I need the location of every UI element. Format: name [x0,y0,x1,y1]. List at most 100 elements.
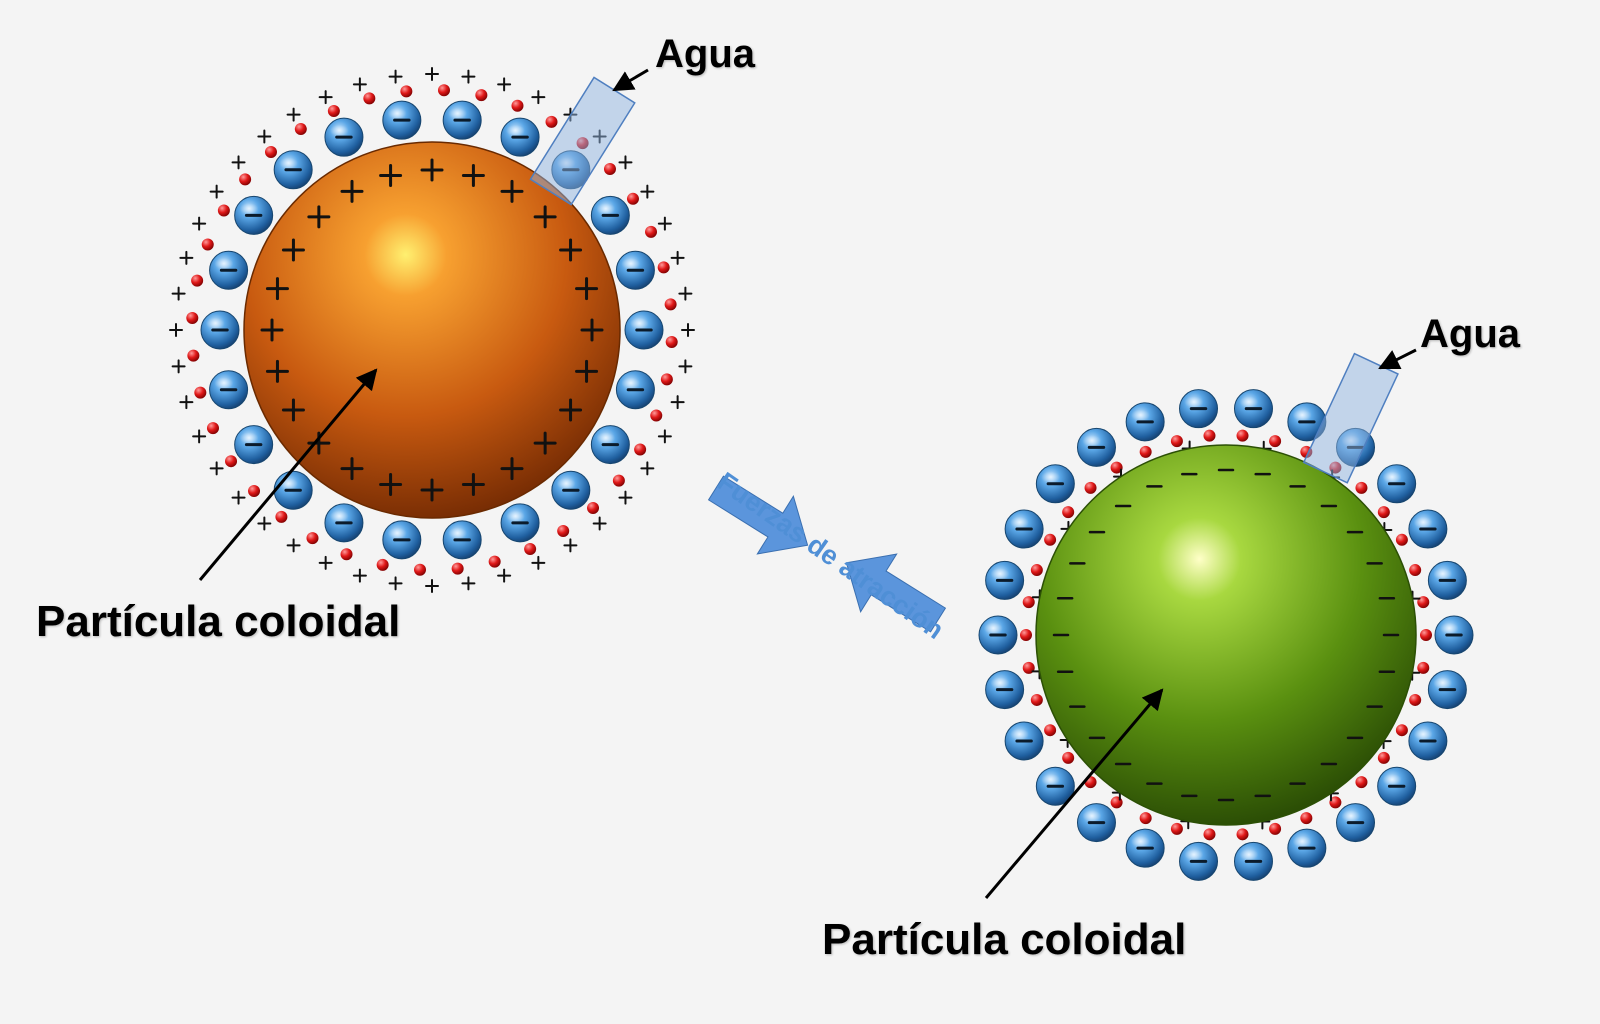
plus-sign-icon [307,205,331,229]
water-molecule-icon [1233,841,1273,881]
positive-ion-icon [340,548,353,561]
water-molecule-icon [382,520,422,560]
positive-ion-icon [587,501,600,514]
positive-ion-icon [1236,828,1249,841]
plus-sign-icon [171,359,186,374]
positive-ion-icon [306,532,319,545]
plus-sign-icon [231,155,246,170]
positive-ion-icon [626,192,639,205]
plus-sign-icon [461,473,485,497]
water-molecule-icon [209,250,249,290]
plus-sign-icon [209,184,224,199]
positive-ion-icon [557,524,570,537]
positive-ion-icon [634,443,647,456]
water-molecule-icon [1125,828,1165,868]
positive-ion-icon [191,274,204,287]
water-molecule-icon [615,250,655,290]
plus-sign-icon [563,538,578,553]
water-molecule-icon [1125,402,1165,442]
plus-sign-icon [192,429,207,444]
particle-label-right: Partícula coloidal [822,915,1187,964]
positive-ion-icon [275,510,288,523]
plus-sign-icon [420,158,444,182]
plus-sign-icon [257,516,272,531]
positive-ion-icon [660,373,673,386]
positive-ion-icon [665,335,678,348]
plus-sign-icon [575,359,599,383]
plus-sign-icon [533,205,557,229]
positive-ion-icon [1139,812,1152,825]
plus-sign-icon [352,568,367,583]
positive-ion-icon [1084,481,1097,494]
positive-ion-icon [187,349,200,362]
positive-ion-icon [1329,796,1342,809]
arrow-icon [845,553,947,633]
plus-sign-icon [281,398,305,422]
positive-ion-icon [1395,533,1408,546]
plus-sign-icon [169,323,183,337]
water-molecule-icon [324,117,364,157]
positive-ion-icon [603,162,616,175]
positive-ion-icon [248,485,261,498]
positive-ion-icon [1139,445,1152,458]
positive-ion-icon [1300,812,1313,825]
positive-ion-icon [1236,429,1249,442]
positive-ion-icon [657,261,670,274]
water-molecule-icon [273,150,313,190]
water-molecule-icon [1377,464,1417,504]
water-molecule-icon [500,503,540,543]
plus-sign-icon [580,318,604,342]
positive-ion-icon [1170,822,1183,835]
plus-sign-icon [352,77,367,92]
positive-ion-icon [1355,481,1368,494]
plus-sign-icon [425,579,439,593]
water-molecule-icon [1434,615,1474,655]
water-molecule-icon [1287,828,1327,868]
positive-ion-icon [488,555,501,568]
water-highlight-box-left [529,76,636,206]
positive-ion-icon [1409,564,1422,577]
water-molecule-icon [382,100,422,140]
water-label-left: Agua [655,32,755,76]
plus-sign-icon [533,431,557,455]
plus-sign-icon [461,576,476,591]
positive-ion-icon [1044,724,1057,737]
plus-sign-icon [497,568,512,583]
positive-ion-icon [1377,506,1390,519]
positive-ion-icon [1417,661,1430,674]
plus-sign-icon [379,163,403,187]
colloidal-particle-right [1035,444,1417,826]
plus-sign-icon [318,555,333,570]
label-pointers [198,68,1417,899]
plus-sign-icon [531,90,546,105]
plus-sign-icon [640,461,655,476]
positive-ion-icon [1420,629,1432,641]
positive-ion-icon [1269,822,1282,835]
plus-sign-icon [192,216,207,231]
water-molecule-icon [200,310,240,350]
plus-sign-icon [657,216,672,231]
plus-sign-icon [425,67,439,81]
water-molecule-icon [1035,766,1075,806]
plus-sign-icon [461,69,476,84]
positive-ion-icon [376,558,389,571]
plus-sign-icon [678,286,693,301]
plus-sign-icon [592,516,607,531]
positive-ion-icon [650,409,663,422]
plus-sign-icon [461,163,485,187]
plus-sign-icon [559,238,583,262]
plus-sign-icon [500,179,524,203]
positive-ion-icon [264,146,277,159]
positive-ion-icon [1395,724,1408,737]
water-label-right: Agua [1420,312,1520,356]
water-molecule-icon [234,425,274,465]
plus-sign-icon [640,184,655,199]
plus-sign-icon [179,395,194,410]
plus-sign-icon [388,69,403,84]
water-molecule-icon [590,425,630,465]
particle-label-left: Partícula coloidal [36,597,401,646]
positive-ion-icon [1030,564,1043,577]
positive-ion-icon [414,563,427,576]
positive-ion-icon [1377,751,1390,764]
